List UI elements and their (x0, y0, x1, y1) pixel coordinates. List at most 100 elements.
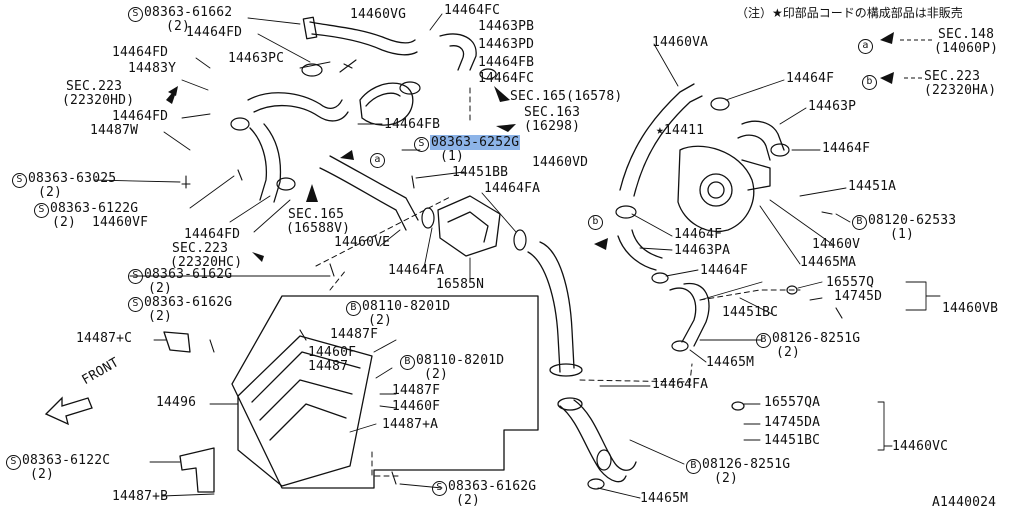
part-label: 14464FD (112, 109, 169, 124)
part-label: 14463P (808, 99, 857, 114)
sec163-sub: (16298) (524, 119, 581, 134)
sec148-ref: SEC.148 (938, 27, 995, 42)
hose-14463pb (439, 33, 477, 71)
part-label: 14464FA (388, 263, 445, 278)
ref-a-circle: a (858, 38, 874, 54)
screw-symbol: S (128, 7, 143, 22)
part-label: 14460F (308, 345, 357, 360)
turbo-14411 (677, 145, 755, 232)
part-label: 14460VG (350, 7, 407, 22)
duct-16585n (437, 195, 501, 257)
part-label: 14464FC (478, 71, 535, 86)
part-number: 14411 (664, 123, 705, 138)
hose-14463pc (247, 92, 343, 110)
part-label: 14451BB (452, 165, 509, 180)
part-label: 14460VF (92, 215, 149, 230)
part-label: 14745DA (764, 415, 821, 430)
hose-14460va (619, 83, 695, 191)
arrow-sec165-16578 (494, 86, 510, 102)
bracket-14487b (179, 447, 215, 493)
part-label: 14487+A (382, 417, 439, 432)
part-label: 14464F (674, 227, 723, 242)
part-number: 08110-8201D (416, 353, 505, 368)
sec148-sub: (14060P) (934, 41, 999, 56)
screw-symbol: S (6, 455, 21, 470)
part-label: 14460VD (532, 155, 589, 170)
hose-14460vf (249, 127, 268, 201)
part-number: 08363-6162G (144, 295, 233, 310)
part-label: 14460VE (334, 235, 391, 250)
part-label: 14487+B (112, 489, 169, 504)
sec223-ha-ref: SEC.223 (924, 69, 981, 84)
bolt-symbol: B (756, 333, 771, 348)
part-number: 08363-63025 (28, 171, 117, 186)
part-label: 14487W (90, 123, 139, 138)
ref-a-symbol: a (858, 39, 873, 54)
part-label: 14464FB (478, 55, 535, 70)
part-label: 14463PB (478, 19, 535, 34)
bolt-symbol: B (346, 301, 361, 316)
arrow-sec165-16588v (306, 184, 318, 202)
clamp-upper (302, 16, 318, 40)
pipe-14460vb (669, 287, 697, 343)
intercooler-14496 (237, 335, 373, 487)
part-number: 08363-61662 (144, 5, 233, 20)
part-label: 14464FD (186, 25, 243, 40)
arrow-sec223ha (880, 72, 894, 84)
part-label: 14496 (156, 395, 197, 410)
part-label: 14465M (640, 491, 689, 506)
part-label: 14487F (330, 327, 379, 342)
sec165-16578-ref: SEC.165(16578) (510, 89, 623, 104)
highlighted-part-number[interactable]: 08363-6252G (430, 135, 521, 150)
bolt-symbol: B (686, 459, 701, 474)
star-symbol: ★ (656, 123, 665, 138)
part-label: 14464F (822, 141, 871, 156)
part-label: 14487 (308, 359, 349, 374)
screw-symbol: S (34, 203, 49, 218)
sec223-hc-ref: SEC.223 (172, 241, 229, 256)
part-qty: (2) (52, 215, 77, 230)
part-label: 16585N (436, 277, 485, 292)
part-label: 14464F (700, 263, 749, 278)
arrow-sec223hd (166, 86, 178, 104)
part-qty: (2) (456, 493, 481, 508)
ref-b-symbol: b (588, 215, 603, 230)
bracket-14487c (163, 331, 191, 353)
part-label: 14451BC (764, 433, 821, 448)
hose-14460ve (319, 167, 407, 231)
part-label: 14464FB (384, 117, 441, 132)
part-label: 14451A (848, 179, 897, 194)
pipe-14465m (559, 405, 627, 483)
sec223-hd-ref: SEC.223 (66, 79, 123, 94)
sec223-hc-sub: (22320HC) (170, 255, 243, 270)
part-label: 14451BC (722, 305, 779, 320)
bolt-symbol: B (400, 355, 415, 370)
screw-symbol: S (432, 481, 447, 496)
ref-b-circle-inline: b (588, 214, 604, 230)
part-label: 14487F (392, 383, 441, 398)
part-label: 14745D (834, 289, 883, 304)
part-label: 14464FD (112, 45, 169, 60)
part-label: 14463PC (228, 51, 285, 66)
sec165-16588v-ref: SEC.165 (288, 207, 345, 222)
arrow-sec148 (880, 32, 894, 44)
part-number: 08110-8201D (362, 299, 451, 314)
part-label: 14460F (392, 399, 441, 414)
part-number: 08363-6162G (144, 267, 233, 282)
hose-14460vd (539, 241, 575, 369)
arrow-to-a (340, 150, 354, 160)
part-number: 08126-8251G (702, 457, 791, 472)
part-label: 14464FD (184, 227, 241, 242)
screw-symbol: S (128, 269, 143, 284)
screw-symbol: S (12, 173, 27, 188)
note-text: （注）★印部品コードの構成部品は非販売 (736, 6, 963, 20)
part-qty: (2) (714, 471, 739, 486)
